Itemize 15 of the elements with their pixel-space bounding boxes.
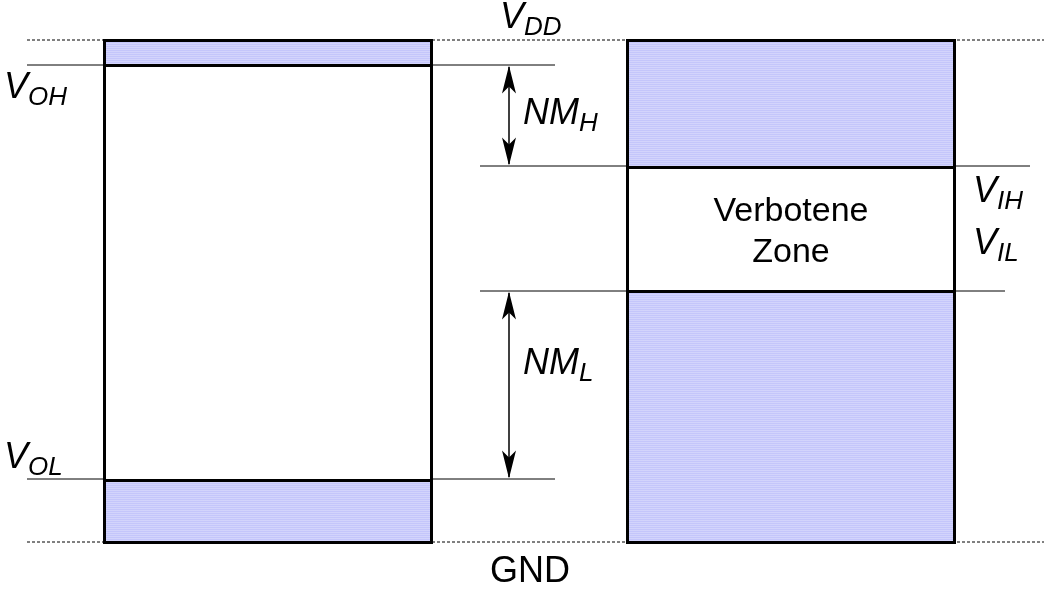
filled-band — [103, 479, 433, 544]
voltage-label: V$_{OL}$ — [4, 436, 63, 476]
filled-band — [626, 290, 956, 544]
filled-band — [103, 39, 433, 67]
voltage-label: V$_{DD}$ — [500, 0, 562, 36]
ground-label: GND — [490, 550, 570, 590]
voltage-label: V$_{IL}$ — [973, 222, 1019, 262]
voltage-label: V$_{OH}$ — [4, 66, 67, 106]
voltage-label: NM$_{H}$ — [523, 92, 598, 132]
zone-label: Verbotene Zone — [712, 188, 870, 271]
voltage-range-box — [103, 64, 433, 482]
zone-box — [626, 166, 956, 293]
filled-band — [626, 39, 956, 169]
voltage-label: V$_{IH}$ — [973, 170, 1023, 210]
voltage-label: NM$_{L}$ — [523, 342, 594, 382]
